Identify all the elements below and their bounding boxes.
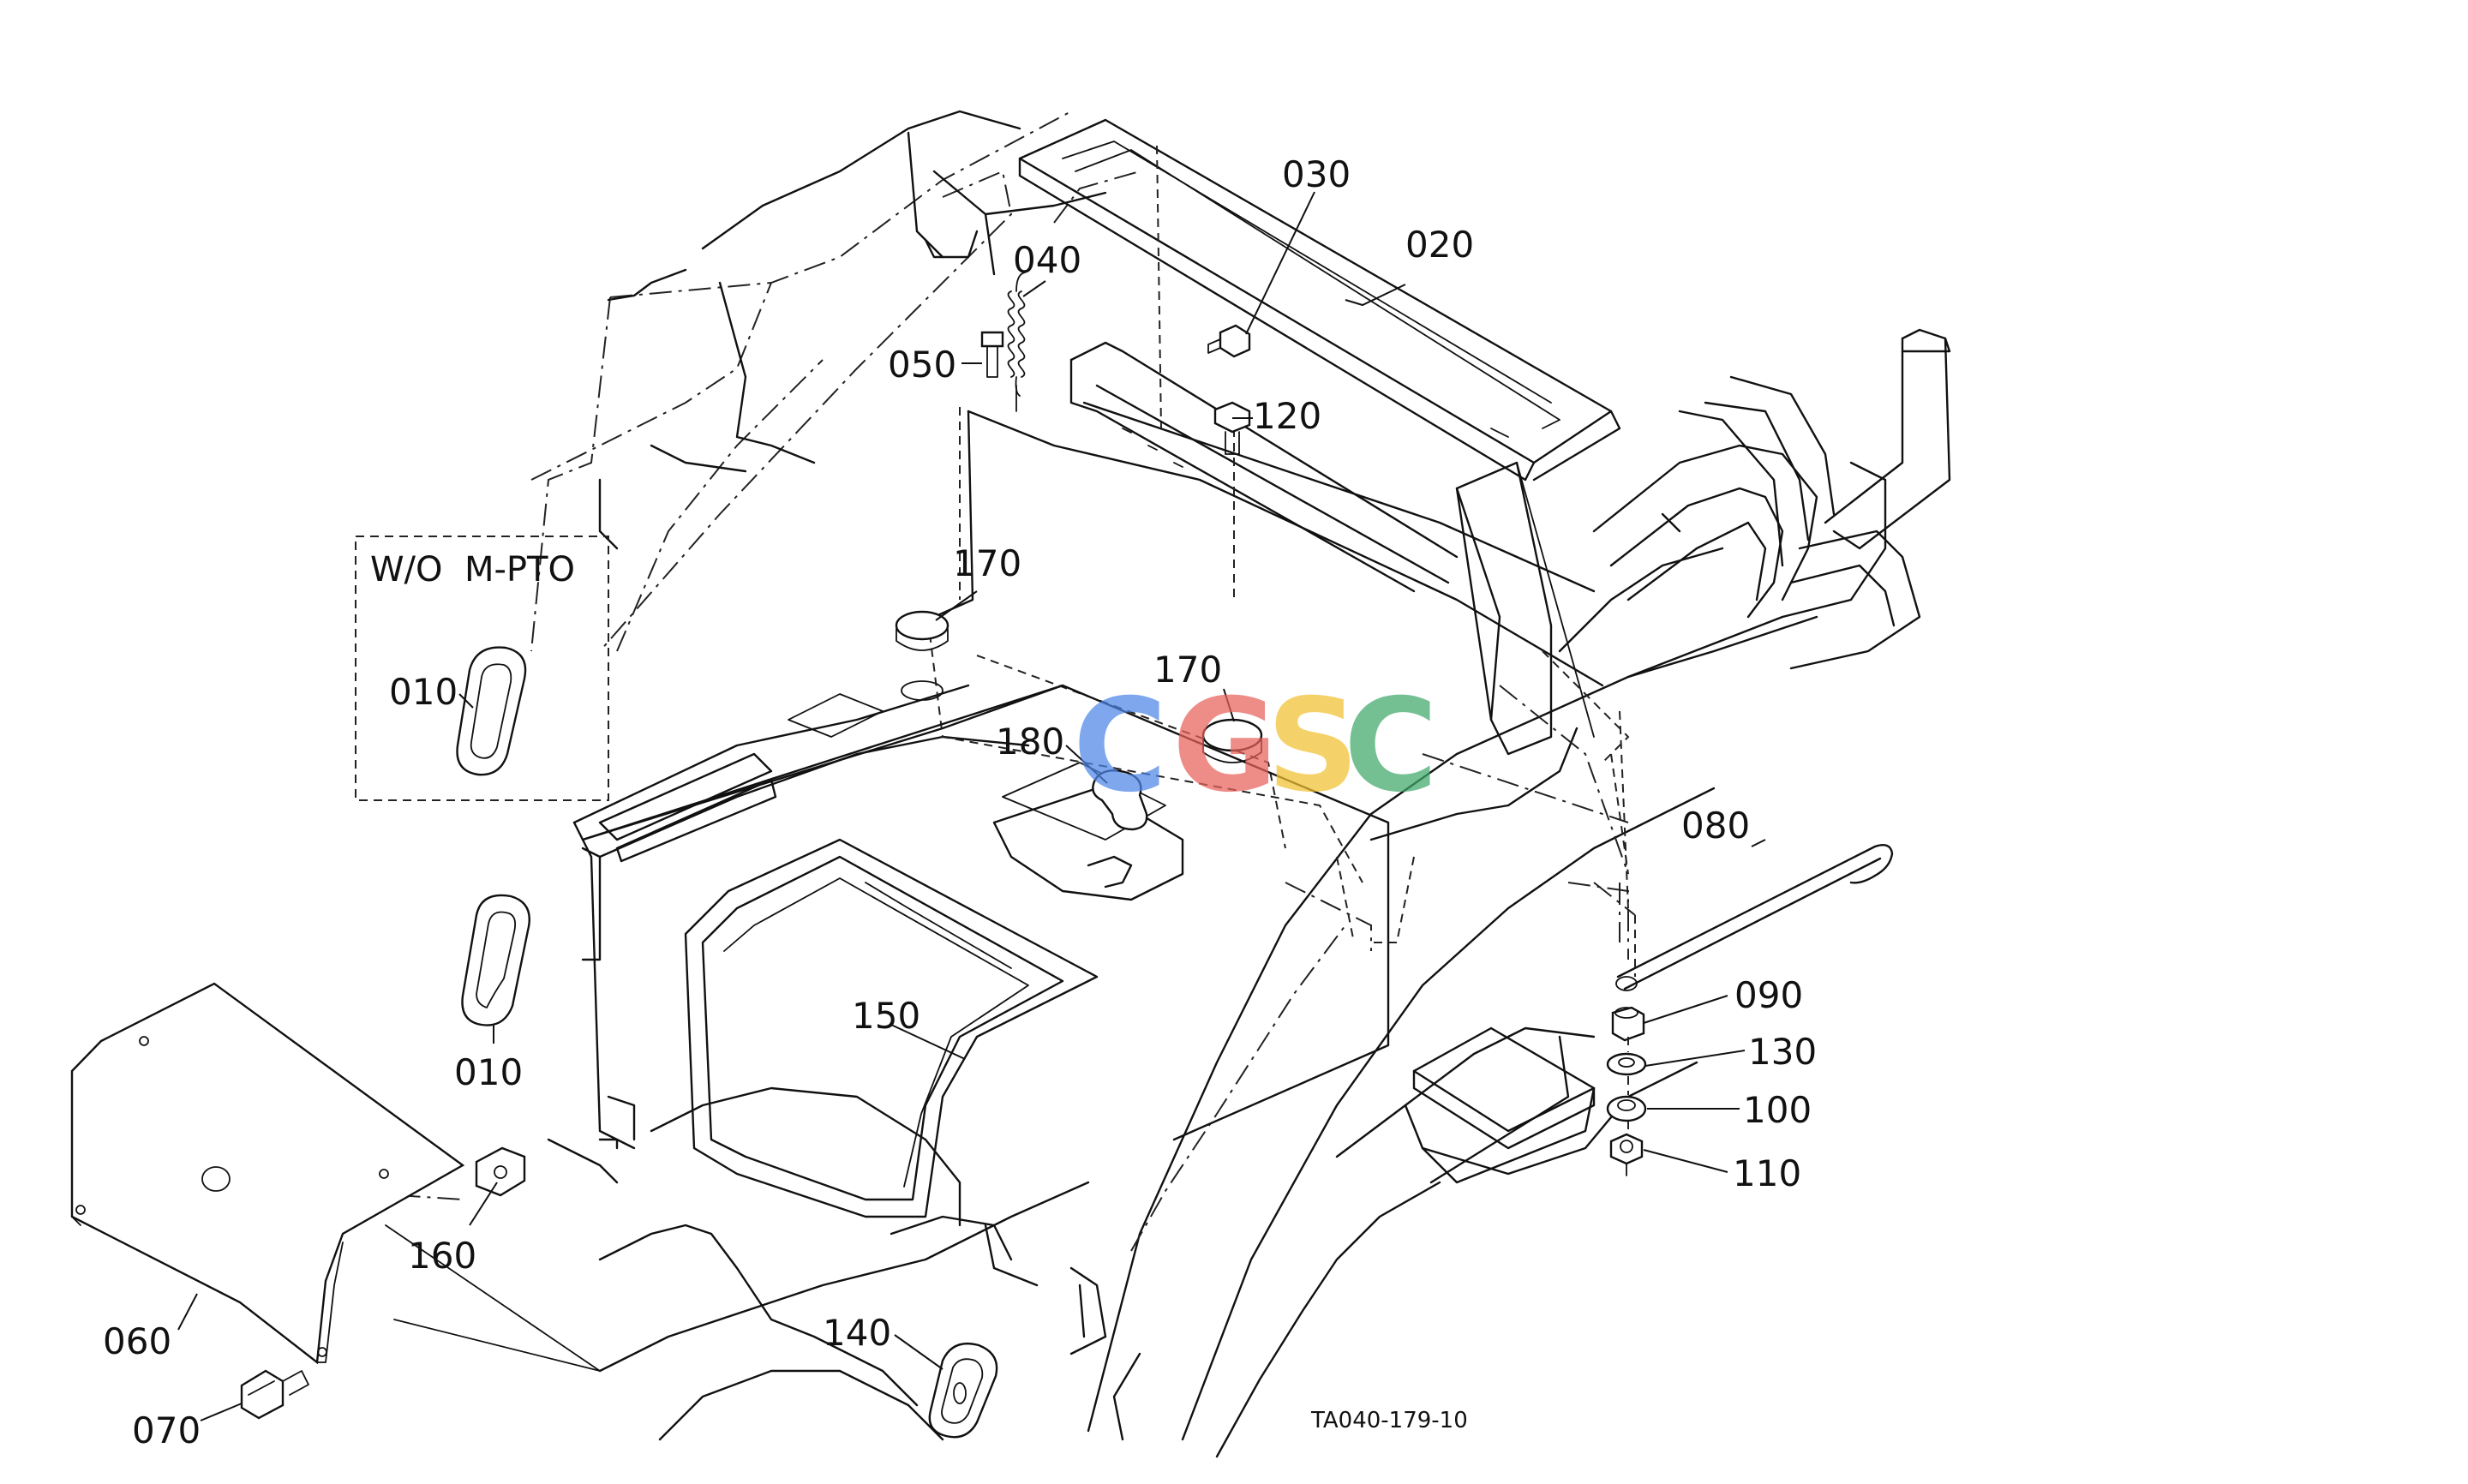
watermark-letter-g: G bbox=[1172, 672, 1278, 821]
label-060: 060 bbox=[103, 1320, 171, 1362]
frame-outline bbox=[385, 110, 1887, 1458]
label-020: 020 bbox=[1405, 224, 1474, 266]
part-020-cover-plate bbox=[1018, 118, 1621, 756]
part-010-grommet-lower bbox=[461, 894, 530, 1026]
part-030-bolt bbox=[1207, 324, 1251, 358]
label-010-lower: 010 bbox=[454, 1051, 523, 1093]
note-box-label: W/O M-PTO bbox=[370, 550, 575, 589]
label-150: 150 bbox=[852, 995, 920, 1037]
label-170-upper: 170 bbox=[953, 542, 1021, 584]
label-180: 180 bbox=[996, 721, 1064, 763]
part-labels: 030 020 040 050 120 170 170 180 010 010 … bbox=[103, 153, 1817, 1451]
part-070-bolt bbox=[240, 1369, 309, 1420]
label-140: 140 bbox=[823, 1312, 891, 1354]
body-panel bbox=[547, 684, 1390, 1218]
part-140-grommet bbox=[928, 1342, 998, 1439]
label-030: 030 bbox=[1282, 153, 1351, 195]
label-110: 110 bbox=[1733, 1152, 1801, 1194]
label-050: 050 bbox=[888, 344, 956, 386]
connector-lines bbox=[201, 145, 1630, 1252]
part-180-knob bbox=[1092, 769, 1148, 831]
label-090: 090 bbox=[1734, 974, 1803, 1016]
exhaust-assembly bbox=[1558, 328, 1951, 670]
label-080: 080 bbox=[1681, 805, 1750, 847]
label-130: 130 bbox=[1748, 1031, 1817, 1073]
part-050-pin bbox=[980, 331, 1004, 378]
part-080-rod bbox=[1615, 844, 1894, 991]
reference-code: TA040-179-10 bbox=[1310, 1408, 1468, 1433]
part-100-washer bbox=[1606, 1095, 1647, 1122]
label-010-upper: 010 bbox=[389, 671, 458, 713]
watermark-letter-c1: C bbox=[1073, 672, 1167, 821]
part-160-cushion bbox=[475, 1146, 526, 1197]
label-170-lower: 170 bbox=[1153, 649, 1222, 691]
part-110-nut bbox=[1609, 1133, 1644, 1176]
watermark-letter-s: S bbox=[1267, 672, 1359, 821]
label-070: 070 bbox=[132, 1409, 201, 1451]
label-040: 040 bbox=[1013, 239, 1081, 281]
stack-axis bbox=[1593, 882, 1636, 1133]
part-090-bushing bbox=[1611, 1006, 1645, 1042]
watermark: C G S C bbox=[1073, 672, 1438, 821]
label-160: 160 bbox=[408, 1235, 476, 1277]
note-box: W/O M-PTO bbox=[355, 536, 609, 801]
part-040-spring bbox=[1007, 272, 1026, 412]
watermark-letter-c2: C bbox=[1344, 672, 1438, 821]
part-170-plug-lower bbox=[1201, 718, 1263, 763]
label-100: 100 bbox=[1743, 1089, 1812, 1131]
part-010-grommet-upper bbox=[456, 646, 527, 776]
part-120-bolt bbox=[1213, 401, 1251, 455]
part-060-side-cover bbox=[70, 982, 465, 1365]
part-130-washer bbox=[1606, 1052, 1647, 1076]
label-120: 120 bbox=[1253, 395, 1321, 437]
leader-lines bbox=[177, 191, 1766, 1421]
part-170-plug-upper bbox=[895, 610, 949, 701]
